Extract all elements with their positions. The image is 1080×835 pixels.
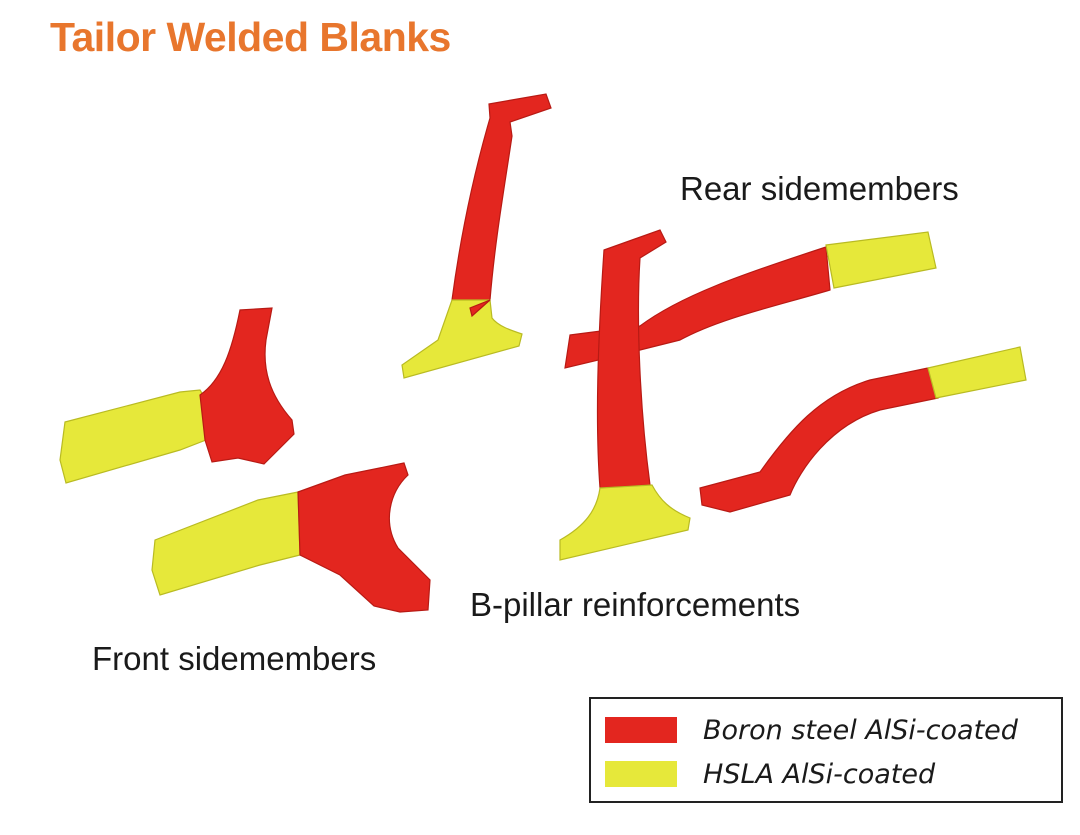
legend-item-hsla: HSLA AlSi-coated — [605, 757, 935, 791]
legend: Boron steel AlSi-coated HSLA AlSi-coated — [589, 697, 1063, 803]
legend-swatch-hsla — [605, 761, 677, 787]
label-b-pillar-reinforcements: B-pillar reinforcements — [470, 586, 801, 623]
front-sidemember-part-lower — [151, 462, 431, 613]
b-pillar-part-center — [559, 229, 937, 561]
b-pillar-part-upper — [401, 93, 552, 379]
label-rear-sidemembers: Rear sidemembers — [680, 170, 959, 207]
legend-label-boron: Boron steel AlSi-coated — [703, 714, 1018, 746]
page-title: Tailor Welded Blanks — [50, 14, 451, 60]
rear-sidemember-part-lower — [699, 346, 1027, 513]
label-front-sidemembers: Front sidemembers — [92, 640, 377, 677]
legend-item-boron: Boron steel AlSi-coated — [605, 713, 1018, 747]
legend-label-hsla: HSLA AlSi-coated — [703, 758, 936, 790]
front-sidemember-part-upper — [59, 307, 295, 484]
legend-swatch-boron — [605, 717, 677, 743]
